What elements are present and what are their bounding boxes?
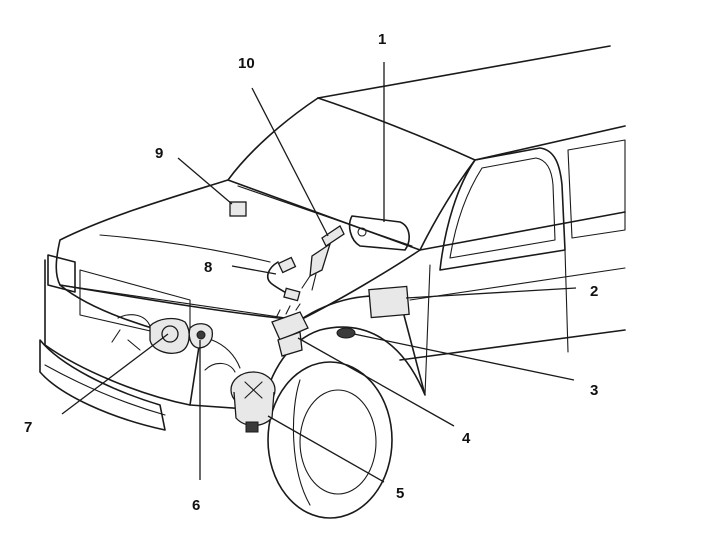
callout-9: 9 [155, 145, 163, 162]
callout-8: 8 [204, 259, 212, 276]
door-line-front [424, 264, 431, 396]
front-tire [267, 361, 393, 519]
hood [55, 179, 421, 321]
leader-7 [61, 333, 169, 415]
callout-7: 7 [24, 419, 32, 436]
callout-2: 2 [590, 283, 598, 300]
body-side-top [419, 211, 626, 251]
leader-2 [405, 287, 577, 299]
component-5-pump [230, 371, 276, 433]
headlight-left [47, 254, 76, 293]
rear-window [567, 139, 626, 239]
callout-10: 10 [238, 55, 255, 72]
component-2-control-unit [368, 285, 410, 319]
callouts: 1 2 3 4 5 6 7 8 9 10 [24, 31, 598, 514]
vehicle-outline [39, 45, 626, 519]
leader-9 [177, 157, 233, 205]
front-bumper [39, 339, 166, 431]
roof-rear-line [317, 97, 476, 161]
component-9-relay [229, 201, 247, 217]
front-wheel-rim [299, 389, 377, 495]
hood-edge [59, 284, 301, 321]
body-side-trim [409, 267, 626, 301]
windshield [227, 97, 476, 251]
body-side-bottom [399, 329, 626, 361]
leader-10 [251, 87, 329, 237]
leader-8 [231, 265, 277, 275]
component-3-module [336, 327, 356, 339]
bumper-lower [44, 364, 166, 416]
door-line-rear [564, 249, 569, 353]
component-6-7-engine-parts [111, 314, 241, 373]
leader-3 [353, 333, 575, 381]
roof-side-line [474, 125, 626, 161]
component-10-damper [301, 225, 345, 291]
windshield-inner [237, 185, 413, 247]
front-door-frame [439, 147, 566, 271]
callout-3: 3 [590, 382, 598, 399]
callout-1: 1 [378, 31, 386, 48]
callout-6: 6 [192, 497, 200, 514]
components [111, 201, 410, 433]
mirror-mount [357, 227, 367, 237]
leader-5 [267, 415, 385, 483]
tire-tread [292, 379, 311, 506]
roof-line [317, 45, 611, 99]
hood-crease [99, 234, 271, 263]
leader-lines [61, 62, 577, 483]
component-4-valve-block [271, 303, 309, 357]
front-window [449, 157, 556, 259]
leader-4 [297, 337, 455, 427]
component-8-sensor [266, 256, 301, 302]
callout-4: 4 [462, 430, 471, 447]
side-mirror [348, 215, 410, 251]
callout-5: 5 [396, 485, 404, 502]
